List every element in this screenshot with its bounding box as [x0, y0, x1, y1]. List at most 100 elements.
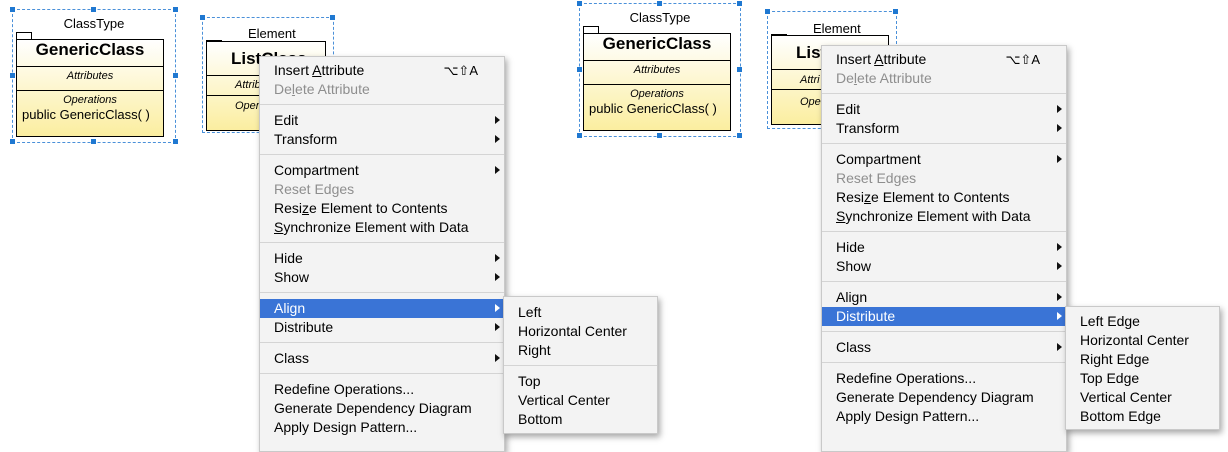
menu-label: e Element to Contents: [309, 200, 448, 216]
selection-handle[interactable]: [200, 15, 205, 20]
selection-handle[interactable]: [737, 67, 742, 72]
menu-item-hide[interactable]: Hide: [822, 238, 1066, 257]
menu-label: Redefine Operations...: [836, 370, 977, 386]
submenu-arrow-icon: [1057, 262, 1062, 270]
menu-item-resize-element[interactable]: Resize Element to Contents: [260, 199, 504, 218]
submenu-item-top[interactable]: Top: [518, 373, 541, 389]
menu-item-compartment[interactable]: Compartment: [822, 150, 1066, 169]
selection-handle[interactable]: [577, 67, 582, 72]
menu-label: Class: [274, 350, 310, 366]
menu-item-class[interactable]: Class: [260, 349, 504, 368]
selection-handle[interactable]: [577, 133, 582, 138]
selection-handle[interactable]: [577, 1, 582, 6]
selection-handle[interactable]: [91, 7, 96, 12]
selection-handle[interactable]: [657, 133, 662, 138]
menu-item-align[interactable]: Align: [260, 299, 504, 318]
context-menu: Insert Attribute ⌥⇧A Delete Attribute Ed…: [821, 45, 1067, 452]
submenu-item-bottom[interactable]: Bottom: [518, 411, 563, 427]
mnemonic: A: [874, 51, 884, 67]
menu-item-resize-element[interactable]: Resize Element to Contents: [822, 188, 1066, 207]
menu-item-edit[interactable]: Edit: [822, 100, 1066, 119]
submenu-arrow-icon: [1057, 312, 1062, 320]
menu-label: Edit: [836, 101, 861, 117]
menu-item-reset-edges: Reset Edges: [822, 169, 1066, 188]
menu-item-hide[interactable]: Hide: [260, 249, 504, 268]
menu-item-apply-design-pattern[interactable]: Apply Design Pattern...: [822, 407, 1066, 426]
selection-handle[interactable]: [737, 1, 742, 6]
selection-handle[interactable]: [765, 9, 770, 14]
menu-item-insert-attribute[interactable]: Insert Attribute ⌥⇧A: [822, 50, 1066, 69]
menu-item-redefine-operations[interactable]: Redefine Operations...: [822, 369, 1066, 388]
operations-label: Operations: [630, 88, 684, 100]
menu-label: ttribute: [883, 51, 927, 67]
submenu-item-horizontal-center[interactable]: Horizontal Center: [518, 323, 627, 339]
submenu-item-bottom-edge[interactable]: Bottom Edge: [1080, 408, 1161, 424]
menu-item-synchronize-element[interactable]: Synchronize Element with Data: [822, 207, 1066, 226]
generic-class-element[interactable]: ClassType GenericClass Attributes Operat…: [10, 7, 178, 144]
menu-item-synchronize-element[interactable]: Synchronize Element with Data: [260, 218, 504, 237]
submenu-arrow-icon: [1057, 243, 1062, 251]
selection-handle[interactable]: [173, 73, 178, 78]
selection-handle[interactable]: [173, 7, 178, 12]
menu-item-transform[interactable]: Transform: [822, 119, 1066, 138]
menu-item-show[interactable]: Show: [260, 268, 504, 287]
menu-item-transform[interactable]: Transform: [260, 130, 504, 149]
menu-separator: [260, 292, 504, 293]
menu-label: Generate Dependency Diagram: [836, 389, 1034, 405]
menu-item-distribute[interactable]: Distribute: [822, 307, 1066, 326]
menu-item-compartment[interactable]: Compartment: [260, 161, 504, 180]
menu-item-show[interactable]: Show: [822, 257, 1066, 276]
operations-compartment: Operations public GenericClass( ): [17, 90, 163, 135]
context-menu: Insert Attribute ⌥⇧A Delete Attribute Ed…: [259, 56, 505, 452]
menu-label: Reset Edges: [274, 181, 355, 197]
menu-item-edit[interactable]: Edit: [260, 111, 504, 130]
selection-handle[interactable]: [330, 15, 335, 20]
menu-label: De: [274, 81, 292, 97]
submenu-item-left-edge[interactable]: Left Edge: [1080, 313, 1140, 329]
submenu-item-top-edge[interactable]: Top Edge: [1080, 370, 1140, 386]
menu-label: ttribute: [321, 62, 365, 78]
menu-item-apply-design-pattern[interactable]: Apply Design Pattern...: [260, 418, 504, 437]
menu-item-generate-dependency-diagram[interactable]: Generate Dependency Diagram: [822, 388, 1066, 407]
selection-handle[interactable]: [10, 139, 15, 144]
menu-separator: [260, 154, 504, 155]
submenu-item-right-edge[interactable]: Right Edge: [1080, 351, 1150, 367]
menu-item-align[interactable]: Align: [822, 288, 1066, 307]
attributes-compartment: Attributes: [584, 60, 730, 85]
menu-item-generate-dependency-diagram[interactable]: Generate Dependency Diagram: [260, 399, 504, 418]
menu-item-insert-attribute[interactable]: Insert Attribute ⌥⇧A: [260, 61, 504, 80]
class-box: GenericClass Attributes Operations publi…: [583, 33, 731, 131]
menu-label: Distribute: [836, 308, 896, 324]
selection-handle[interactable]: [10, 7, 15, 12]
menu-item-distribute[interactable]: Distribute: [260, 318, 504, 337]
menu-label: Compartment: [836, 151, 921, 167]
selection-handle[interactable]: [91, 139, 96, 144]
selection-handle[interactable]: [10, 73, 15, 78]
generic-class-element[interactable]: ClassType GenericClass Attributes Operat…: [577, 1, 742, 138]
menu-label: Apply Design Pattern...: [836, 408, 980, 424]
selection-handle[interactable]: [737, 133, 742, 138]
submenu-item-left[interactable]: Left: [518, 304, 542, 320]
menu-item-reset-edges: Reset Edges: [260, 180, 504, 199]
submenu-item-vertical-center[interactable]: Vertical Center: [518, 392, 610, 408]
menu-label: Show: [274, 269, 310, 285]
shortcut-label: ⌥⇧A: [1005, 52, 1040, 67]
selection-handle[interactable]: [173, 139, 178, 144]
stereotype-label: Element: [813, 21, 861, 36]
submenu-item-right[interactable]: Right: [518, 342, 551, 358]
menu-label: Hide: [274, 250, 303, 266]
menu-item-redefine-operations[interactable]: Redefine Operations...: [260, 380, 504, 399]
submenu-item-horizontal-center[interactable]: Horizontal Center: [1080, 332, 1189, 348]
selection-handle[interactable]: [893, 9, 898, 14]
menu-label: Apply Design Pattern...: [274, 419, 418, 435]
menu-label: Transform: [274, 131, 338, 147]
left-panel: ClassType GenericClass Attributes Operat…: [0, 0, 658, 452]
menu-label: Reset Edges: [836, 170, 917, 186]
selection-handle[interactable]: [657, 1, 662, 6]
attributes-label: Attrib: [235, 79, 261, 91]
submenu-item-vertical-center[interactable]: Vertical Center: [1080, 389, 1172, 405]
operation-item: public GenericClass( ): [22, 107, 150, 122]
menu-item-class[interactable]: Class: [822, 338, 1066, 357]
mnemonic: z: [302, 200, 310, 216]
submenu-arrow-icon: [495, 135, 500, 143]
